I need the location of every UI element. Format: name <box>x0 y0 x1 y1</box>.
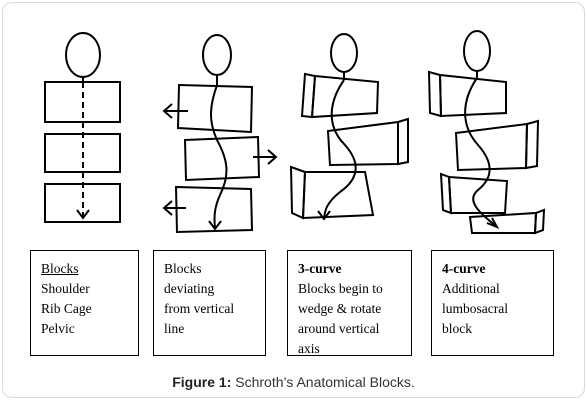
caption-text: Schroth’s Anatomical Blocks. <box>231 374 415 390</box>
pelvic-block-end <box>289 165 307 220</box>
panel-line: axis <box>298 341 320 356</box>
head-circle <box>330 33 358 73</box>
panel-line: wedge & rotate <box>298 301 382 316</box>
head-circle <box>202 34 232 76</box>
panel-title: 3-curve <box>298 261 342 276</box>
arrow-left-upper-head <box>162 103 173 119</box>
panel-line: lumbosacral <box>442 301 508 316</box>
figure-4-curve <box>427 30 546 235</box>
shoulder-block <box>176 83 254 134</box>
panel-line: around vertical <box>298 321 380 336</box>
pelvic-block-end <box>439 172 453 215</box>
rib-cage-block-face <box>326 120 399 167</box>
spine-curve <box>464 77 497 227</box>
head-circle <box>463 30 491 72</box>
shoulder-block-end <box>300 72 317 119</box>
figure-3-curve <box>289 33 409 221</box>
figure-straight-blocks <box>44 32 121 223</box>
figure-caption: Figure 1: Schroth’s Anatomical Blocks. <box>0 374 587 390</box>
panel-title: 4-curve <box>442 261 486 276</box>
panel-line: block <box>442 321 472 336</box>
arrow-right-middle-head <box>267 149 278 165</box>
arrow-left-lower-head <box>162 200 173 216</box>
caption-label: Figure 1: <box>172 374 232 390</box>
rib-cage-block-end <box>524 119 540 170</box>
panel-deviating: Blocks deviating from vertical line <box>153 250 266 356</box>
panel-line: Blocks begin to <box>298 281 383 296</box>
figure-deviating-blocks <box>162 34 278 234</box>
panel-line: Shoulder <box>41 281 90 296</box>
shoulder-block-face <box>310 74 380 119</box>
panel-line: Pelvic <box>41 321 75 336</box>
panel-line: line <box>164 321 185 336</box>
shoulder-block-face <box>438 73 507 118</box>
pelvic-block-face <box>301 171 375 220</box>
rib-cage-block-face <box>454 122 529 172</box>
pelvic-block <box>174 185 254 234</box>
panel-title: Blocks <box>164 261 202 276</box>
spine-curve <box>210 84 228 229</box>
rib-cage-block <box>183 135 261 182</box>
arrow-head-down <box>317 210 331 221</box>
panel-line: deviating <box>164 281 215 296</box>
arrow-head-down <box>76 209 90 220</box>
panel-4-curve: 4-curve Additional lumbosacral block <box>431 250 554 356</box>
lumbosacral-block-face <box>468 211 538 234</box>
panel-line: from vertical <box>164 301 235 316</box>
panel-line: Additional <box>442 281 500 296</box>
spine-curve <box>323 79 357 219</box>
arrow-head-down <box>208 220 222 231</box>
lumbosacral-block-end <box>533 208 546 235</box>
panel-line: Rib Cage <box>41 301 92 316</box>
panel-3-curve: 3-curve Blocks begin to wedge & rotate a… <box>287 250 412 356</box>
panel-title: Blocks <box>41 261 79 276</box>
pelvic-block-face <box>447 175 509 214</box>
arrow-head-down <box>486 217 500 229</box>
rib-cage-block-end <box>397 117 409 166</box>
head-circle <box>65 32 101 78</box>
panel-blocks: Blocks Shoulder Rib Cage Pelvic <box>30 250 139 356</box>
shoulder-block-end <box>427 70 443 118</box>
